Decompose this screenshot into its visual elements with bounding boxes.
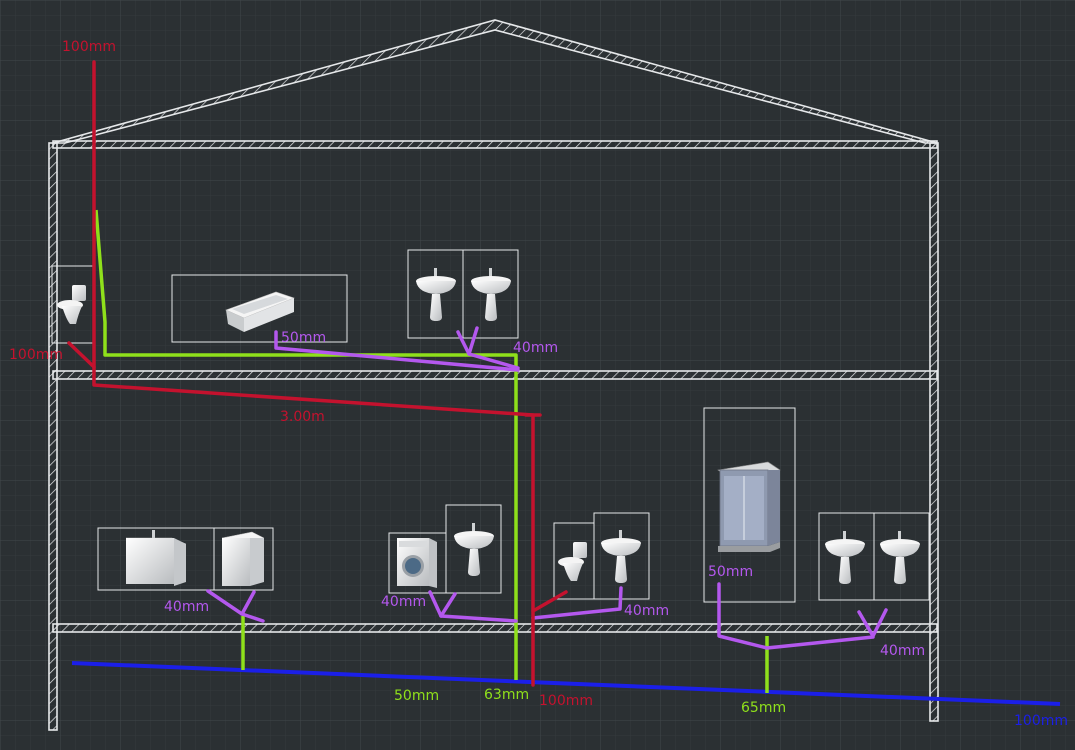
waste-pipes: [206, 326, 888, 650]
frame-cabinet: [213, 527, 274, 591]
shower-cabin-icon: [717, 461, 781, 552]
upper-floor-slab: [52, 370, 938, 380]
bathtub-icon: [225, 291, 295, 332]
frame-bathtub: [171, 274, 348, 343]
right-wall: [929, 142, 939, 722]
label-green-left: 50mm: [394, 688, 439, 704]
label-green-right: 65mm: [741, 700, 786, 716]
fixture-icons: [57, 268, 920, 588]
ground-floor-slab: [52, 623, 938, 633]
label-red-stack-bottom: 100mm: [539, 693, 593, 709]
toilet-icon: [558, 542, 587, 581]
soil-pipes: [67, 60, 568, 687]
label-purple-washer: 40mm: [381, 594, 426, 610]
soil-stack-upper: [92, 60, 535, 687]
soil-branch-toilet-lower: [531, 590, 568, 613]
label-purple-basin-mid: 40mm: [624, 603, 669, 619]
label-purple-sink-left: 40mm: [164, 599, 209, 615]
sewer-main-pipe: [71, 661, 1061, 706]
vent-pipes: [94, 209, 769, 693]
label-red-stack-top: 100mm: [62, 39, 116, 55]
washing-machine-icon: [397, 538, 437, 588]
waste-pipe-bath: [274, 330, 520, 372]
attic-slab: [52, 140, 938, 149]
pedestal-basin-icon: [825, 531, 865, 584]
cabinet-icon: [221, 531, 265, 586]
label-red-run-length: 3.00m: [280, 409, 325, 425]
pedestal-basin-icon: [601, 530, 641, 583]
waste-pipe-basin-mid: [531, 586, 623, 620]
left-wall: [48, 142, 58, 731]
waste-pipe-basins-right: [857, 608, 888, 638]
waste-pipe-shower: [717, 582, 875, 650]
label-purple-basins-upper: 40mm: [513, 340, 558, 356]
pedestal-basin-icon: [880, 531, 920, 584]
label-green-center: 63mm: [484, 687, 529, 703]
kitchen-sink-icon: [125, 530, 187, 586]
building-outline: [48, 19, 939, 731]
pipe-labels: 100mm 100mm 3.00m 100mm 50mm 40mm 40mm 4…: [9, 39, 1068, 729]
fixture-frames: [51, 249, 930, 603]
label-blue-main: 100mm: [1014, 713, 1068, 729]
frame-basin-upper-2: [462, 249, 519, 339]
pedestal-basin-icon: [471, 268, 511, 321]
pedestal-basin-icon: [454, 523, 494, 576]
toilet-icon: [57, 285, 86, 324]
frame-basin-lower-4: [873, 512, 930, 601]
soil-branch-toilet-upper: [67, 341, 96, 369]
pedestal-basin-icon: [416, 268, 456, 321]
label-purple-bath: 50mm: [281, 330, 326, 346]
vent-pipe-main: [94, 209, 518, 680]
frame-basin-lower-1: [445, 504, 502, 594]
frame-shower: [703, 407, 796, 603]
label-purple-basins-right: 40mm: [880, 643, 925, 659]
label-purple-shower: 50mm: [708, 564, 753, 580]
label-red-toilet-upper: 100mm: [9, 347, 63, 363]
